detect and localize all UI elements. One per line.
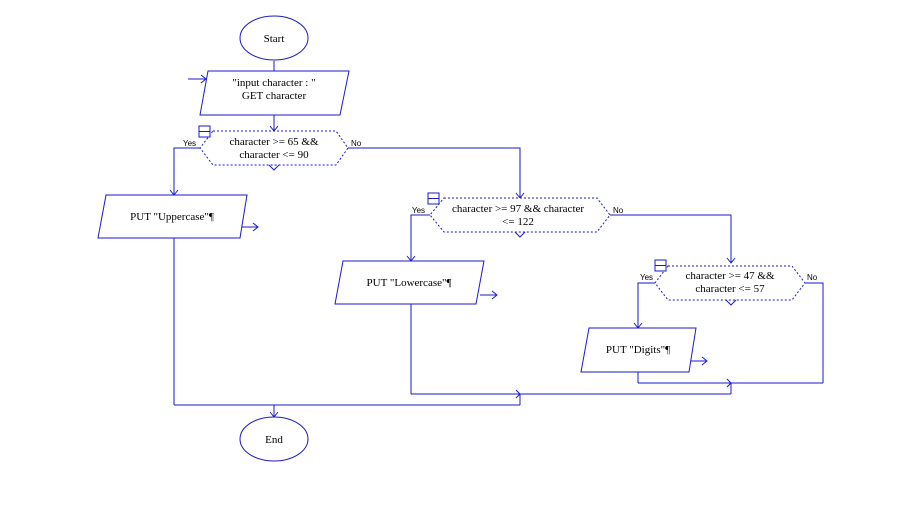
- end-terminal: End: [239, 416, 309, 462]
- decision1: character >= 65 && character <= 90 Yes N…: [183, 125, 362, 171]
- output-digits-label: PUT "Digits"¶: [606, 344, 670, 356]
- edge-entry-head: [200, 74, 207, 84]
- decision3-line2: character <= 57: [695, 283, 765, 295]
- edge-d2-no: [610, 214, 732, 263]
- decision3-yes-label: Yes: [640, 273, 653, 282]
- edge-d1-no: [348, 147, 521, 198]
- collapse-icon[interactable]: [198, 125, 211, 138]
- output-lowercase: PUT "Lowercase"¶: [334, 260, 485, 305]
- output-uppercase: PUT "Uppercase"¶: [97, 194, 248, 239]
- input-line1: "input character : ": [232, 77, 315, 89]
- decision2-no-label: No: [613, 206, 624, 215]
- edge-d3-yes: [637, 282, 655, 328]
- decision1-chevron: [268, 164, 280, 171]
- edge-lower-exit-head: [491, 290, 498, 300]
- output-lowercase-label: PUT "Lowercase"¶: [367, 277, 452, 289]
- decision3-chevron: [725, 299, 737, 306]
- decision1-yes-label: Yes: [183, 139, 196, 148]
- edge-d3-no: [805, 282, 824, 383]
- decision1-line2: character <= 90: [239, 149, 309, 161]
- end-label: End: [265, 434, 283, 446]
- edge-d2-yes: [410, 214, 430, 261]
- edge-d1-yes: [173, 147, 200, 195]
- decision2-chevron: [514, 231, 526, 238]
- decision1-line1: character >= 65 &&: [229, 136, 319, 148]
- input-line2: GET character: [242, 90, 307, 102]
- edge-d2-no-head: [726, 257, 736, 264]
- decision2-line1: character >= 97 && character: [452, 203, 584, 215]
- decision2-yes-label: Yes: [412, 206, 425, 215]
- decision2: character >= 97 && character <= 122 Yes …: [412, 192, 624, 238]
- collapse-icon[interactable]: [427, 192, 440, 205]
- start-terminal: Start: [239, 15, 309, 61]
- decision2-line2: <= 122: [502, 216, 534, 228]
- decision1-no-label: No: [351, 139, 362, 148]
- decision3-line1: character >= 47 &&: [685, 270, 775, 282]
- decision3: character >= 47 && character <= 57 Yes N…: [640, 259, 818, 306]
- edge-digits-exit-head: [701, 356, 708, 366]
- output-uppercase-label: PUT "Uppercase"¶: [130, 211, 214, 223]
- input-node: "input character : " GET character: [199, 70, 350, 116]
- connectors: [169, 61, 824, 418]
- start-label: Start: [264, 33, 285, 45]
- collapse-icon[interactable]: [654, 259, 667, 272]
- decision3-no-label: No: [807, 273, 818, 282]
- output-digits: PUT "Digits"¶: [580, 327, 697, 373]
- edge-upper-exit-head: [252, 222, 259, 232]
